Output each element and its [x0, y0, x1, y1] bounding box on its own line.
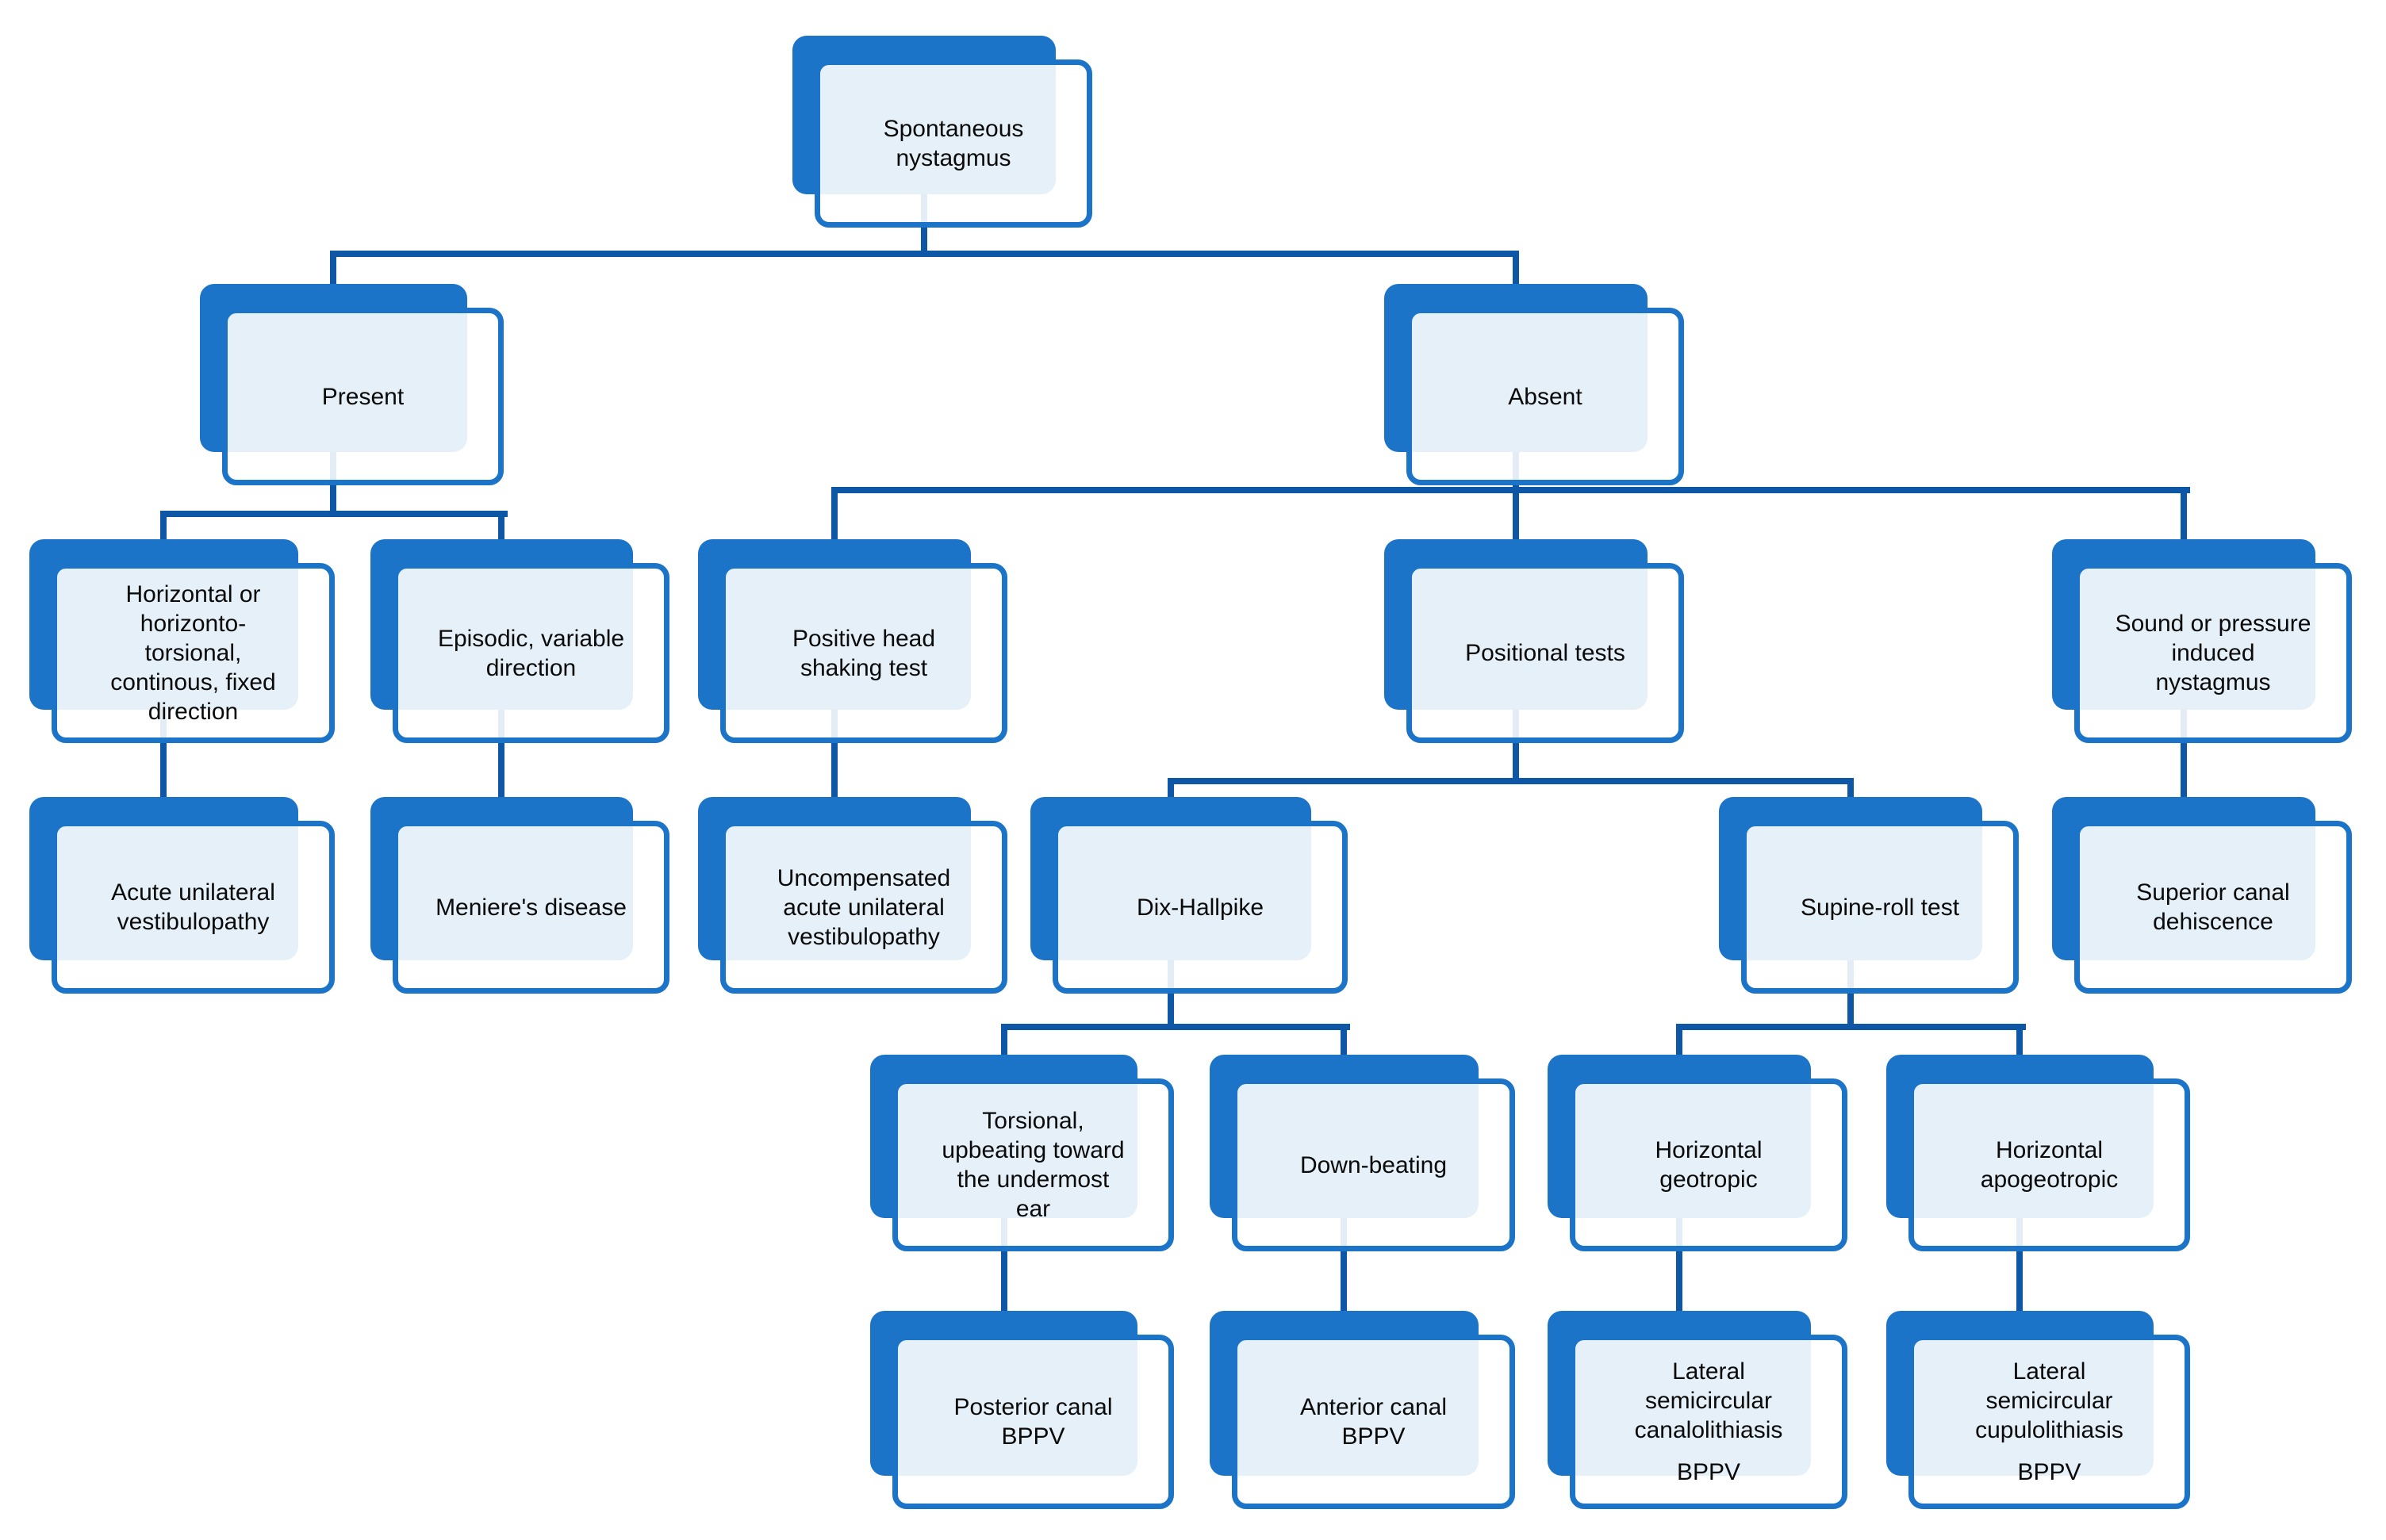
node-box: Posterior canal BPPV — [892, 1335, 1174, 1509]
node-box: Anterior canal BPPV — [1232, 1335, 1515, 1509]
node-label: Lateral semicircular canalolithiasis — [1634, 1358, 1783, 1443]
node-label: Supine-roll test — [1800, 894, 1960, 921]
node-label: Horizontal or horizonto- torsional, cont… — [110, 581, 276, 725]
node-horizontal-apogeotropic: Horizontal apogeotropic — [1886, 1055, 2190, 1251]
connector-geotropic-to-canalolithiasis — [1676, 1165, 1682, 1422]
node-meniere-disease: Meniere's disease — [370, 797, 669, 994]
node-uncompensated-vestibulopathy: Uncompensated acute unilateral vestibulo… — [698, 797, 1007, 994]
node-box: Lateral semicircular canalolithiasis BPP… — [1570, 1335, 1847, 1509]
node-label: Superior canal dehiscence — [2136, 879, 2290, 935]
node-label: Positional tests — [1465, 640, 1625, 666]
node-box: Spontaneous nystagmus — [815, 59, 1092, 228]
node-box: Acute unilateral vestibulopathy — [52, 821, 335, 994]
node-down-beating: Down-beating — [1210, 1055, 1515, 1251]
node-spontaneous-nystagmus: Spontaneous nystagmus — [792, 36, 1092, 228]
node-superior-canal-dehiscence: Superior canal dehiscence — [2052, 797, 2352, 994]
connector-positive-head-to-uncompensated — [831, 653, 838, 910]
node-label: Positive head shaking test — [792, 625, 936, 681]
node-box: Down-beating — [1232, 1078, 1515, 1251]
node-label: Posterior canal BPPV — [953, 1394, 1113, 1450]
connector-bus-supine-children — [1676, 1024, 2026, 1030]
node-label: Present — [321, 383, 405, 410]
connector-bus-present-children — [160, 511, 508, 517]
node-positive-head-shaking: Positive head shaking test — [698, 539, 1007, 743]
node-sublabel: BPPV — [2017, 1459, 2081, 1485]
node-present: Present — [200, 284, 504, 485]
node-label: Meniere's disease — [435, 894, 627, 921]
node-box: Meniere's disease — [393, 821, 669, 994]
node-box: Positional tests — [1406, 563, 1684, 743]
node-positional-tests: Positional tests — [1384, 539, 1684, 743]
node-label: Down-beating — [1299, 1151, 1448, 1178]
connector-bus-dix-children — [1001, 1024, 1350, 1030]
node-label: Horizontal apogeotropic — [1980, 1137, 2119, 1193]
connector-episodic-to-meniere — [498, 653, 504, 910]
node-box: Lateral semicircular cupulolithiasis BPP… — [1908, 1335, 2190, 1509]
node-posterior-canal-bppv: Posterior canal BPPV — [870, 1311, 1174, 1509]
node-label: Dix-Hallpike — [1136, 894, 1264, 921]
node-box: Horizontal apogeotropic — [1908, 1078, 2190, 1251]
node-lateral-canalolithiasis-bppv: Lateral semicircular canalolithiasis BPP… — [1548, 1311, 1847, 1509]
node-anterior-canal-bppv: Anterior canal BPPV — [1210, 1311, 1515, 1509]
node-box: Positive head shaking test — [720, 563, 1007, 743]
node-absent: Absent — [1384, 284, 1684, 485]
connector-horizontal-torsional-to-acute — [160, 653, 167, 910]
node-box: Episodic, variable direction — [393, 563, 669, 743]
node-box: Sound or pressure induced nystagmus — [2074, 563, 2352, 743]
connector-bus-positional-children — [1168, 778, 1854, 784]
node-box: Horizontal geotropic — [1570, 1078, 1847, 1251]
node-box: Present — [222, 308, 504, 485]
node-horizontal-geotropic: Horizontal geotropic — [1548, 1055, 1847, 1251]
node-box: Torsional, upbeating toward the undermos… — [892, 1078, 1174, 1251]
node-acute-unilateral-vestibulopathy: Acute unilateral vestibulopathy — [29, 797, 335, 994]
node-box: Absent — [1406, 308, 1684, 485]
node-dix-hallpike: Dix-Hallpike — [1030, 797, 1348, 994]
node-label: Torsional, upbeating toward the undermos… — [942, 1108, 1125, 1222]
node-box: Superior canal dehiscence — [2074, 821, 2352, 994]
connector-sound-to-superior-canal — [2181, 653, 2187, 910]
node-label: Sound or pressure induced nystagmus — [2115, 611, 2311, 695]
node-label: Anterior canal BPPV — [1299, 1394, 1448, 1450]
node-box: Uncompensated acute unilateral vestibulo… — [720, 821, 1007, 994]
node-label: Spontaneous nystagmus — [883, 116, 1024, 171]
connector-torsional-to-posterior — [1001, 1165, 1007, 1422]
node-label: Absent — [1508, 383, 1582, 410]
node-horizontal-torsional: Horizontal or horizonto- torsional, cont… — [29, 539, 335, 743]
node-sound-pressure-induced: Sound or pressure induced nystagmus — [2052, 539, 2352, 743]
node-label: Acute unilateral vestibulopathy — [111, 879, 275, 935]
connector-bus-absent-children — [831, 487, 2190, 493]
node-label: Horizontal geotropic — [1655, 1137, 1763, 1193]
node-supine-roll-test: Supine-roll test — [1719, 797, 2019, 994]
node-label: Uncompensated acute unilateral vestibulo… — [777, 864, 951, 950]
node-torsional-upbeating: Torsional, upbeating toward the undermos… — [870, 1055, 1174, 1251]
connector-downbeating-to-anterior — [1341, 1165, 1347, 1422]
connector-apogeotropic-to-cupulolithiasis — [2016, 1165, 2023, 1422]
node-sublabel: BPPV — [1676, 1459, 1741, 1485]
node-box: Supine-roll test — [1741, 821, 2019, 994]
node-label: Episodic, variable direction — [437, 625, 625, 681]
node-box: Horizontal or horizonto- torsional, cont… — [52, 563, 335, 743]
connector-bus-root-children — [330, 251, 1519, 257]
node-episodic-variable: Episodic, variable direction — [370, 539, 669, 743]
node-lateral-cupulolithiasis-bppv: Lateral semicircular cupulolithiasis BPP… — [1886, 1311, 2190, 1509]
node-label: Lateral semicircular cupulolithiasis — [1975, 1358, 2123, 1443]
node-box: Dix-Hallpike — [1053, 821, 1348, 994]
